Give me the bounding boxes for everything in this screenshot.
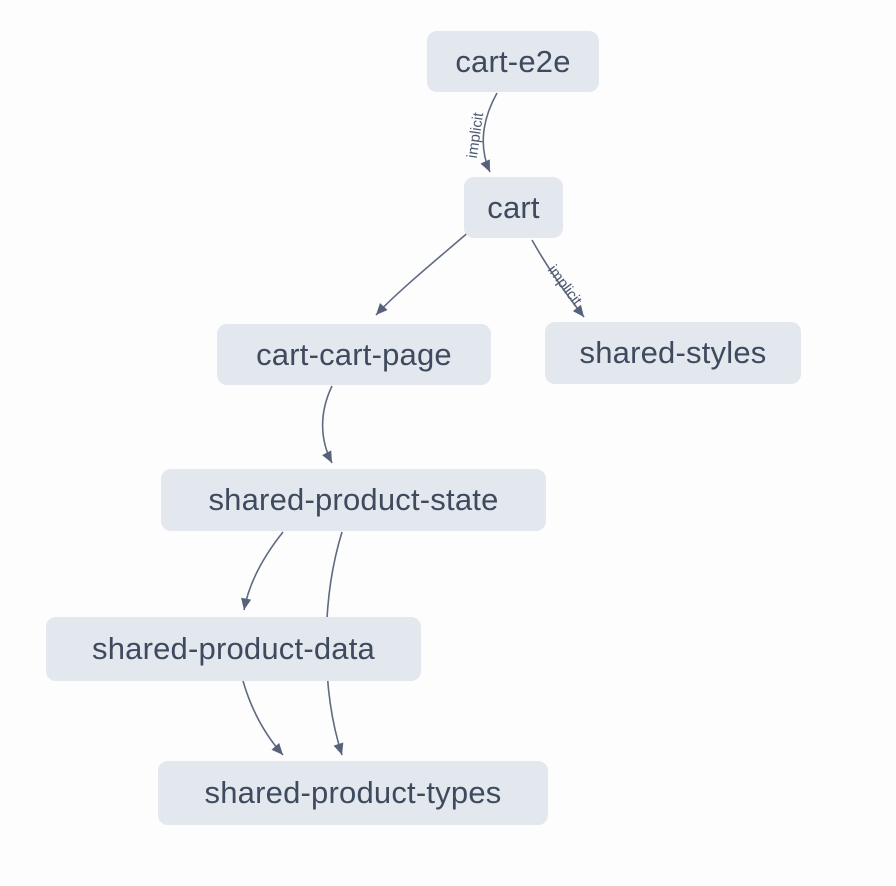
node-label: cart-cart-page	[256, 336, 452, 372]
node-shared-product-types[interactable]: shared-product-types	[158, 761, 548, 825]
node-shared-styles[interactable]: shared-styles	[545, 322, 801, 384]
node-cart-cart-page[interactable]: cart-cart-page	[217, 324, 491, 385]
node-label: shared-product-state	[208, 482, 499, 517]
edge-label-implicit-cart-e2e-cart: implicit	[464, 111, 487, 160]
edge-cart-to-cart-cart-page[interactable]	[375, 229, 472, 316]
node-label: shared-product-data	[92, 631, 375, 666]
edge-cart-e2e-to-cart[interactable]	[480, 92, 498, 173]
edge-shared-product-data-to-shared-product-types[interactable]	[242, 680, 284, 756]
node-cart[interactable]: cart	[464, 177, 563, 238]
edge-cart-to-shared-styles[interactable]	[531, 239, 585, 318]
node-label: cart	[487, 189, 540, 225]
node-label: cart-e2e	[455, 43, 571, 79]
node-shared-product-state[interactable]: shared-product-state	[161, 469, 546, 531]
node-label: shared-styles	[579, 335, 767, 370]
node-label: shared-product-types	[204, 775, 502, 810]
edge-label-implicit-cart-shared-styles: implicit	[544, 262, 586, 310]
edge-cart-cart-page-to-shared-product-state[interactable]	[321, 385, 333, 464]
node-shared-product-data[interactable]: shared-product-data	[46, 617, 421, 681]
edge-shared-product-state-to-shared-product-data[interactable]	[241, 531, 284, 611]
node-cart-e2e[interactable]: cart-e2e	[427, 31, 599, 92]
